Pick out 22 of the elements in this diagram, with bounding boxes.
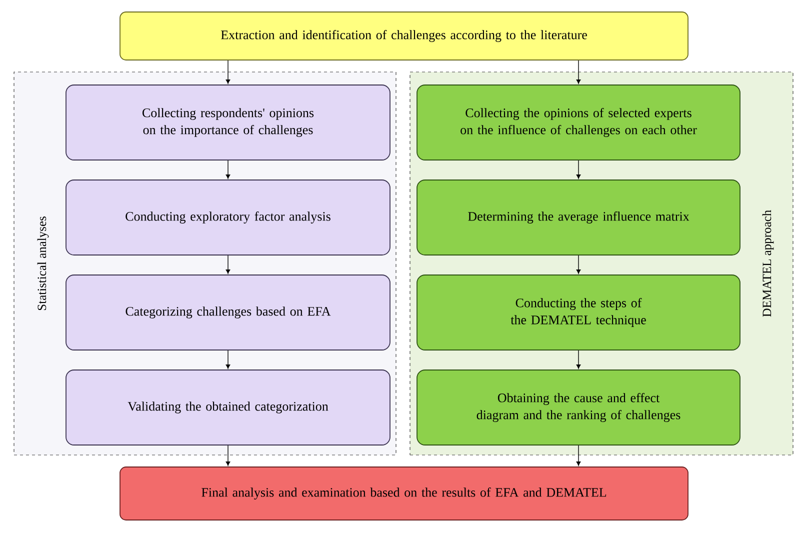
arrow <box>226 160 230 179</box>
process-box: Collecting respondents' opinions on the importance of challenges <box>66 84 390 160</box>
process-box: Determining the average influence matrix <box>416 180 740 256</box>
arrow <box>576 445 581 466</box>
arrow <box>226 255 230 274</box>
process-box: Conducting the steps of the DEMATEL technique <box>416 274 740 350</box>
process-box: Categorizing challenges based on EFA <box>66 274 390 350</box>
group-label: DEMATEL approach <box>762 210 774 317</box>
arrow <box>576 350 581 369</box>
arrow <box>576 60 581 84</box>
process-box: Collecting the opinions of selected experts on the influence of challenges on each other <box>416 84 740 160</box>
arrow <box>226 445 230 466</box>
process-box: Validating the obtained categorization <box>66 370 390 446</box>
group-label: Statistical analyses <box>37 216 49 310</box>
process-box: Conducting exploratory factor analysis <box>66 180 390 256</box>
arrow <box>226 60 230 84</box>
process-box: Final analysis and examination based on the results of EFA and DEMATEL <box>120 466 688 520</box>
arrow <box>576 160 581 179</box>
process-box: Extraction and identification of challenges according to the literature <box>120 12 688 60</box>
arrow <box>226 350 230 369</box>
arrow <box>576 255 581 274</box>
process-box: Obtaining the cause and effect diagram and the ranking of challenges <box>416 370 740 446</box>
